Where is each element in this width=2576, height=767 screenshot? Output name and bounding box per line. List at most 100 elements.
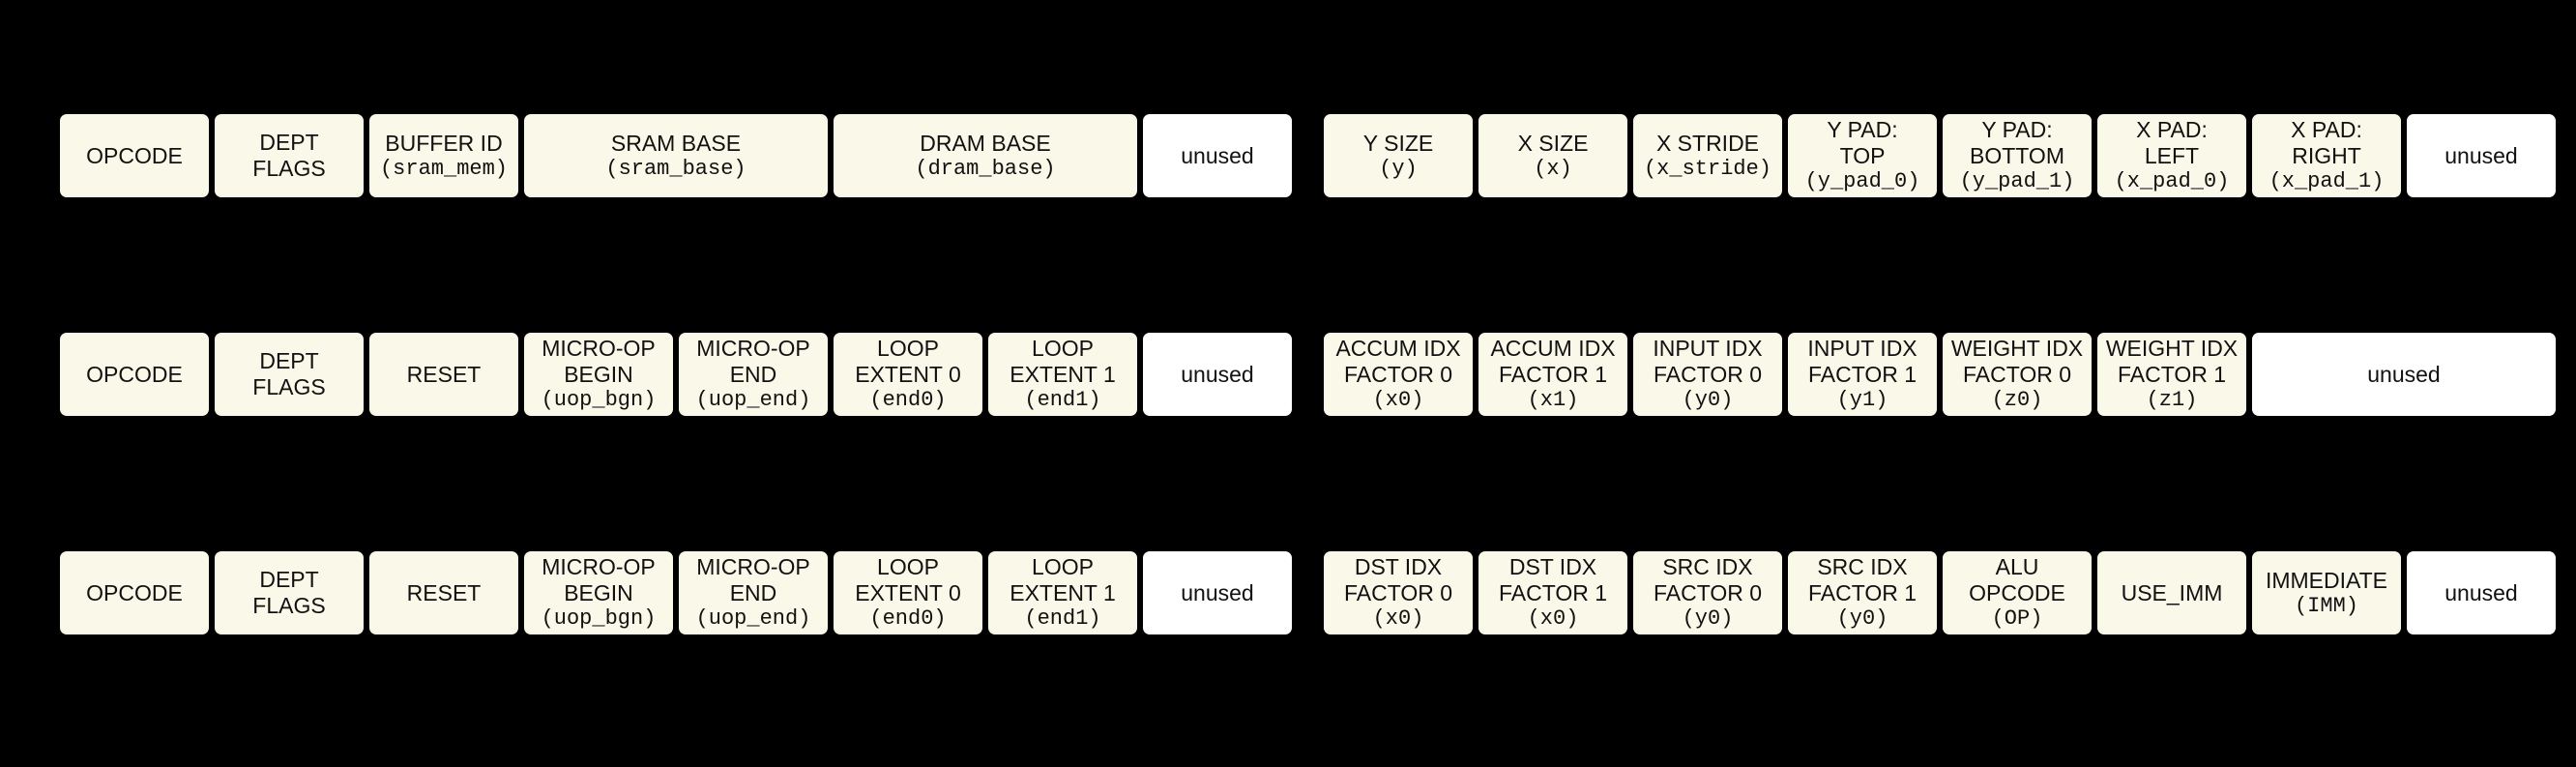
field-label: OPCODE bbox=[86, 361, 183, 387]
field-label: FACTOR 1 bbox=[1498, 362, 1608, 387]
field-label: DST IDX bbox=[1354, 554, 1443, 579]
field-label: LOOP bbox=[877, 336, 939, 361]
field-subscript: (OP) bbox=[1991, 606, 2043, 631]
field-label: USE_IMM bbox=[2121, 579, 2223, 605]
field-label: FLAGS bbox=[252, 593, 326, 618]
field-subscript: (z0) bbox=[1991, 388, 2043, 412]
field-label: FACTOR 1 bbox=[1807, 362, 1917, 387]
field-label: LOOP bbox=[877, 554, 939, 579]
field-subscript: (y1) bbox=[1836, 388, 1888, 412]
field-subscript: (y0) bbox=[1836, 606, 1888, 631]
field-label: MICRO-OP bbox=[696, 554, 810, 579]
field-subscript: (uop_end) bbox=[695, 388, 811, 412]
field-label: RESET bbox=[406, 361, 482, 387]
field-box: Y PAD:BOTTOM(y_pad_1) bbox=[1940, 111, 2094, 200]
field-subscript: (z1) bbox=[2146, 388, 2198, 412]
field-label: BUFFER ID bbox=[385, 130, 503, 156]
field-label: INPUT IDX bbox=[1653, 336, 1763, 361]
field-label: unused bbox=[1181, 142, 1254, 168]
unused-box: unused bbox=[1140, 548, 1295, 637]
field-box: BUFFER ID(sram_mem) bbox=[366, 111, 521, 200]
field-label: SRC IDX bbox=[1662, 554, 1753, 579]
field-label: WEIGHT IDX bbox=[1950, 336, 2084, 361]
field-label: DST IDX bbox=[1508, 554, 1597, 579]
field-label: MICRO-OP bbox=[542, 554, 656, 579]
unused-box: unused bbox=[2404, 548, 2559, 637]
field-subscript: (sram_base) bbox=[605, 156, 746, 181]
field-subscript: (end1) bbox=[1024, 606, 1101, 631]
field-box: X SIZE(x) bbox=[1476, 111, 1630, 200]
field-label: Y PAD: bbox=[1981, 117, 2053, 142]
field-label: LEFT bbox=[2144, 143, 2200, 168]
field-box: OPCODE bbox=[57, 548, 212, 637]
field-label: INPUT IDX bbox=[1807, 336, 1917, 361]
field-label: EXTENT 1 bbox=[1010, 580, 1116, 605]
field-subscript: (x_pad_0) bbox=[2114, 169, 2230, 193]
field-label: ALU bbox=[1995, 554, 2039, 579]
field-label: BEGIN bbox=[564, 580, 633, 605]
field-subscript: (end0) bbox=[869, 388, 947, 412]
field-label: SRC IDX bbox=[1817, 554, 1908, 579]
field-label: FACTOR 0 bbox=[1343, 362, 1453, 387]
field-label: X STRIDE bbox=[1655, 130, 1760, 156]
field-label: BOTTOM bbox=[1970, 143, 2064, 168]
field-label: Y PAD: bbox=[1827, 117, 1898, 142]
field-label: EXTENT 0 bbox=[855, 362, 961, 387]
field-subscript: (y_pad_1) bbox=[1959, 169, 2075, 193]
field-box: DRAM BASE(dram_base) bbox=[831, 111, 1140, 200]
field-box: OPCODE bbox=[57, 111, 212, 200]
field-box: Y PAD:TOP(y_pad_0) bbox=[1785, 111, 1940, 200]
field-label: MICRO-OP bbox=[696, 336, 810, 361]
field-label: END bbox=[729, 362, 777, 387]
field-box: X STRIDE(x_stride) bbox=[1630, 111, 1785, 200]
field-label: ACCUM IDX bbox=[1490, 336, 1616, 361]
field-label: DRAM BASE bbox=[920, 130, 1051, 156]
field-subscript: (x_pad_1) bbox=[2269, 169, 2385, 193]
field-box: X PAD:LEFT(x_pad_0) bbox=[2094, 111, 2249, 200]
field-label: unused bbox=[1181, 361, 1254, 387]
field-label: LOOP bbox=[1032, 554, 1094, 579]
field-label: IMMEDIATE bbox=[2265, 567, 2388, 593]
field-label: EXTENT 1 bbox=[1010, 362, 1116, 387]
field-label: TOP bbox=[1839, 143, 1886, 168]
field-subscript: (x_stride) bbox=[1643, 156, 1772, 181]
field-label: EXTENT 0 bbox=[855, 580, 961, 605]
field-subscript: (y0) bbox=[1682, 388, 1734, 412]
field-label: WEIGHT IDX bbox=[2105, 336, 2239, 361]
field-label: OPCODE bbox=[86, 579, 183, 605]
field-label: FACTOR 1 bbox=[2117, 362, 2227, 387]
field-label: DEPT bbox=[259, 348, 319, 373]
field-subscript: (x0) bbox=[1527, 606, 1579, 631]
field-box: SRAM BASE(sram_base) bbox=[521, 111, 831, 200]
field-label: FACTOR 0 bbox=[1653, 580, 1763, 605]
field-label: SRAM BASE bbox=[610, 130, 742, 156]
field-label: unused bbox=[2444, 142, 2518, 168]
field-box: IMMEDIATE(IMM) bbox=[2249, 548, 2404, 637]
field-label: X SIZE bbox=[1517, 130, 1589, 156]
field-label: LOOP bbox=[1032, 336, 1094, 361]
field-label: FLAGS bbox=[252, 156, 326, 181]
field-box: USE_IMM bbox=[2094, 548, 2249, 637]
field-label: RIGHT bbox=[2292, 143, 2361, 168]
unused-box: unused bbox=[1140, 111, 1295, 200]
field-label: DEPT bbox=[259, 567, 319, 592]
field-subscript: (x0) bbox=[1372, 606, 1424, 631]
field-label: FACTOR 0 bbox=[1343, 580, 1453, 605]
